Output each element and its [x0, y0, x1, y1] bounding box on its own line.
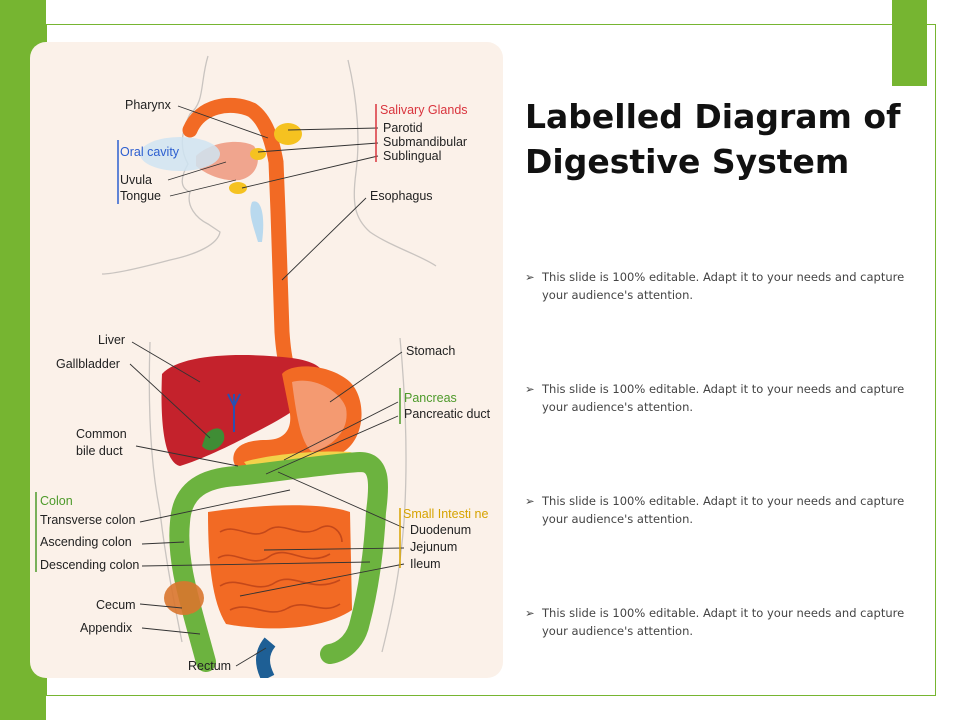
bullet-text: This slide is 100% editable. Adapt it to… [542, 382, 905, 414]
bullet-item: ➢ This slide is 100% editable. Adapt it … [525, 492, 905, 528]
colon-shape [169, 451, 389, 672]
label-transverse-colon: Transverse colon [40, 513, 135, 527]
bullet-text: This slide is 100% editable. Adapt it to… [542, 494, 905, 526]
label-duodenum: Duodenum [410, 523, 471, 537]
bullet-text: This slide is 100% editable. Adapt it to… [542, 270, 905, 302]
label-descending-colon: Descending colon [40, 558, 139, 572]
label-cecum: Cecum [96, 598, 136, 612]
body-outline [101, 55, 437, 653]
slide-title-line2: Digestive System [525, 142, 850, 181]
label-esophagus: Esophagus [370, 189, 433, 203]
label-colon: Colon [40, 494, 73, 508]
label-pancreatic-duct: Pancreatic duct [404, 407, 491, 421]
diagram-panel: Pharynx Oral cavity Uvula Tongue Salivar… [30, 42, 503, 678]
label-gallbladder: Gallbladder [56, 357, 120, 371]
sublingual-gland-shape [229, 182, 247, 194]
appendix-shape [188, 613, 204, 641]
arrow-bullet-icon: ➢ [525, 606, 535, 620]
label-jejunum: Jejunum [410, 540, 457, 554]
label-ileum: Ileum [410, 557, 441, 571]
label-common-bile-duct-line2: bile duct [76, 444, 123, 458]
bullet-item: ➢ This slide is 100% editable. Adapt it … [525, 604, 905, 640]
label-common-bile-duct-line1: Common [76, 427, 127, 441]
label-ascending-colon: Ascending colon [40, 535, 132, 549]
digestive-system-diagram: Pharynx Oral cavity Uvula Tongue Salivar… [35, 55, 491, 678]
label-liver: Liver [98, 333, 125, 347]
label-appendix: Appendix [80, 621, 133, 635]
bullet-item: ➢ This slide is 100% editable. Adapt it … [525, 268, 905, 304]
label-pancreas: Pancreas [404, 391, 457, 405]
arrow-bullet-icon: ➢ [525, 270, 535, 284]
label-small-intestine: Small Intesti ne [403, 507, 489, 521]
liver-shape [161, 355, 324, 466]
small-intestine-shape [208, 505, 352, 629]
arrow-bullet-icon: ➢ [525, 382, 535, 396]
cecum-shape [164, 581, 204, 615]
label-salivary-glands: Salivary Glands [380, 103, 468, 117]
bullet-item: ➢ This slide is 100% editable. Adapt it … [525, 380, 905, 416]
bullet-text: This slide is 100% editable. Adapt it to… [542, 606, 905, 638]
label-pharynx: Pharynx [125, 98, 172, 112]
gallbladder-shape [202, 428, 225, 451]
top-right-accent-block [892, 0, 927, 86]
label-rectum: Rectum [188, 659, 231, 673]
oral-cavity-shape [140, 137, 220, 171]
label-sublingual: Sublingual [383, 149, 441, 163]
slide-title-line1: Labelled Diagram of [525, 97, 901, 136]
slide-title: Labelled Diagram of Digestive System [525, 94, 905, 184]
arrow-bullet-icon: ➢ [525, 494, 535, 508]
submandibular-gland-shape [250, 148, 266, 160]
bile-duct-shape [227, 393, 241, 432]
stomach-inner-shape [292, 380, 347, 452]
rectum-shape [256, 637, 276, 678]
label-submandibular: Submandibular [383, 135, 467, 149]
label-parotid: Parotid [383, 121, 423, 135]
leader-lines [129, 105, 405, 667]
label-oral-cavity: Oral cavity [120, 145, 180, 159]
parotid-gland-shape [274, 123, 302, 145]
label-stomach: Stomach [406, 344, 455, 358]
small-intestine-coils [217, 525, 343, 613]
label-uvula: Uvula [120, 173, 152, 187]
trachea-shape [250, 201, 264, 242]
label-tongue: Tongue [120, 189, 161, 203]
